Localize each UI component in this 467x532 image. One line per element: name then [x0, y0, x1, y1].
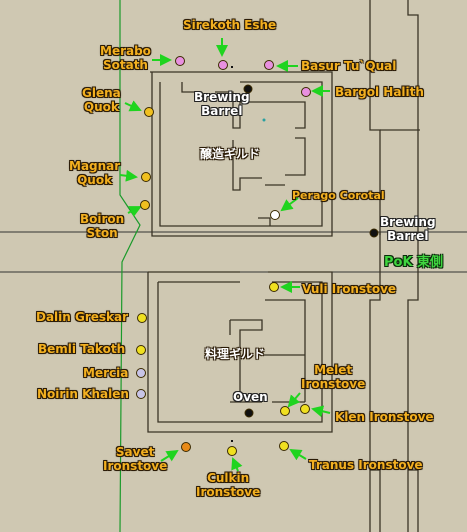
npc-dot-bargol-halith: [301, 87, 311, 97]
label-noirin-khalen: Noirin Khalen: [37, 387, 129, 401]
label-boiron-ston: Boiron Ston: [80, 212, 125, 240]
label-culkin-ironstove: Culkin Ironstove: [196, 471, 261, 499]
label-merabo-sotath: Merabo Sotath: [100, 44, 151, 72]
pointer-arrows: [119, 38, 331, 472]
npc-dot-culkin-ironstove: [227, 446, 237, 456]
npc-dot-melet-ironstove: [280, 406, 290, 416]
label-cooking-guild: 料理ギルド: [205, 347, 266, 361]
npc-markers: [136, 56, 379, 456]
label-perago-corotal: Perago Corotal: [292, 189, 385, 202]
small-markers: [231, 66, 233, 442]
label-bargol-halith: Bargol Halith: [335, 85, 424, 99]
label-basur-tuqual: Basur Tu`Qual: [301, 59, 397, 73]
npc-dot-dalin-greskar: [137, 313, 147, 323]
npc-dot-perago-corotal: [270, 210, 280, 220]
label-dalin-greskar: Dalin Greskar: [36, 310, 129, 324]
east-wall: [369, 0, 420, 532]
barrel-dot-outer: [369, 228, 379, 238]
npc-dot-vuli-ironstove: [269, 282, 279, 292]
label-tranus-ironstove: Tranus Ironstove: [309, 458, 423, 472]
cooking-guild-building: [147, 271, 333, 433]
barrel-dot-inner: [243, 84, 253, 94]
label-bemli-takoth: Bemli Takoth: [38, 342, 126, 356]
npc-dot-noirin-khalen: [136, 389, 146, 399]
teal-marker: [262, 118, 266, 122]
label-sirekoth-eshe: Sirekoth Eshe: [183, 18, 277, 32]
npc-dot-bemli-takoth: [136, 345, 146, 355]
label-mercia: Mercia: [83, 366, 129, 380]
label-melet-ironstove: Melet Ironstove: [301, 363, 366, 391]
label-glena-quok: Glena Quok: [82, 86, 121, 114]
npc-dot-merabo-sotath: [175, 56, 185, 66]
npc-dot-basur-tuqual: [264, 60, 274, 70]
npc-dot-glena-quok: [144, 107, 154, 117]
npc-dot-boiron-ston: [140, 200, 150, 210]
npc-dot-savet-ironstove: [181, 442, 191, 452]
brewing-guild-building: [150, 71, 333, 237]
label-brewing-barrel-inner: Brewing Barrel: [194, 90, 250, 118]
npc-dot-magnar-quok: [141, 172, 151, 182]
label-oven: Oven: [233, 390, 268, 404]
label-klen-ironstove: Klen Ironstove: [335, 410, 434, 424]
npc-dot-klen-ironstove: [300, 404, 310, 414]
label-brewing-guild: 醸造ギルド: [200, 147, 261, 161]
oven-dot: [244, 408, 254, 418]
npc-dot-mercia: [136, 368, 146, 378]
label-brewing-barrel-outer: Brewing Barrel: [380, 215, 436, 243]
npc-dot-tranus-ironstove: [279, 441, 289, 451]
zone-boundary-line: [119, 0, 141, 532]
npc-dot-sirekoth-eshe: [218, 60, 228, 70]
label-savet-ironstove: Savet Ironstove: [103, 445, 168, 473]
label-magnar-quok: Magnar Quok: [69, 159, 121, 187]
label-vuli-ironstove: Vuli Ironstove: [302, 282, 397, 296]
map-title: PoK 東側: [384, 255, 444, 270]
